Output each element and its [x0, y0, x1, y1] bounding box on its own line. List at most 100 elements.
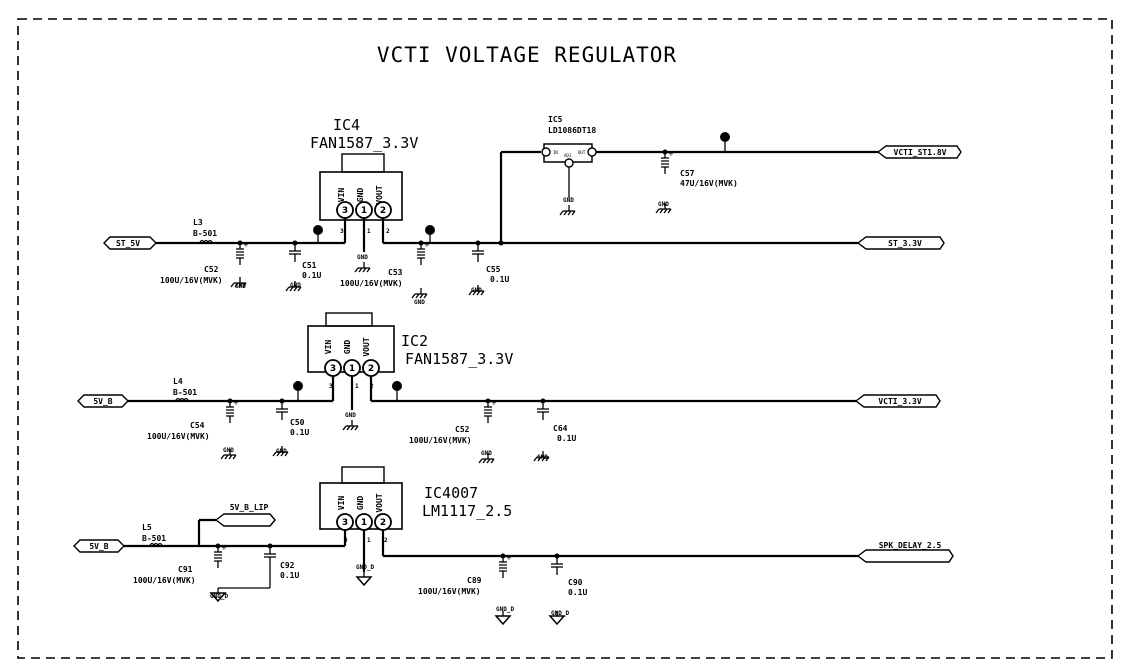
svg-text:VCTI_3.3V: VCTI_3.3V: [878, 397, 922, 406]
l3-val: B-501: [193, 229, 217, 238]
svg-text:L4: L4: [173, 377, 183, 386]
svg-text:C51: C51: [302, 261, 317, 270]
ic5-ref: IC5: [548, 115, 563, 124]
c64-capacitor: [533, 400, 550, 462]
svg-text:3: 3: [330, 364, 336, 374]
port-5v-b-lip: 5V_B_LIP: [214, 503, 276, 527]
svg-text:2: 2: [368, 364, 374, 374]
svg-text:GND: GND: [471, 287, 482, 294]
svg-text:VOUT: VOUT: [362, 337, 371, 356]
sheet-title: VCTI VOLTAGE REGULATOR: [377, 43, 677, 67]
svg-text:GND: GND: [563, 197, 574, 204]
svg-text:C50: C50: [290, 418, 305, 427]
svg-text:0.1U: 0.1U: [302, 271, 321, 280]
svg-text:3: 3: [342, 518, 348, 528]
svg-text:VOUT: VOUT: [375, 493, 384, 512]
svg-text:GND: GND: [357, 254, 368, 261]
svg-text:B-501: B-501: [142, 534, 166, 543]
svg-text:VCTI_ST1.8V: VCTI_ST1.8V: [894, 148, 947, 157]
port-5v-b-2: 5V_B: [73, 539, 125, 553]
svg-text:GND_D: GND_D: [551, 610, 569, 617]
l3-ref: L3: [193, 218, 203, 227]
svg-text:100U/16V(MVK): 100U/16V(MVK): [147, 432, 210, 441]
svg-text:1: 1: [349, 364, 355, 374]
svg-text:5V_B_LIP: 5V_B_LIP: [230, 503, 269, 512]
c53-capacitor: [411, 240, 431, 299]
port-vcti-st1v8: VCTI_ST1.8V: [876, 145, 962, 159]
svg-text:VOUT: VOUT: [375, 185, 384, 204]
svg-text:GND: GND: [356, 496, 365, 511]
svg-text:C64: C64: [553, 424, 568, 433]
ic4007-regulator: VIN GND VOUT 3 1 2: [319, 466, 403, 531]
svg-text:100U/16V(MVK): 100U/16V(MVK): [409, 436, 472, 445]
port-st-3v3: ST_3.3V: [856, 236, 945, 250]
svg-text:IN: IN: [553, 150, 558, 155]
c52a-capacitor: [230, 240, 250, 288]
svg-text:5V_B: 5V_B: [89, 542, 108, 551]
svg-text:1: 1: [361, 206, 367, 216]
svg-text:GND: GND: [290, 282, 301, 289]
port-spk-delay: SPK_DELAY_2.5: [856, 541, 954, 563]
svg-text:ST_5V: ST_5V: [116, 239, 140, 248]
svg-text:C54: C54: [190, 421, 205, 430]
svg-text:GND: GND: [481, 450, 492, 457]
svg-text:GND: GND: [658, 201, 669, 208]
svg-text:2: 2: [384, 537, 388, 544]
svg-text:0.1U: 0.1U: [557, 434, 576, 443]
svg-text:GND_D: GND_D: [356, 564, 374, 571]
svg-text:0.1U: 0.1U: [280, 571, 299, 580]
svg-text:2: 2: [370, 383, 374, 390]
svg-text:C89: C89: [467, 576, 482, 585]
svg-text:GND: GND: [537, 454, 548, 461]
svg-text:GND: GND: [343, 340, 352, 355]
svg-text:GND: GND: [235, 283, 246, 290]
l3-inductor: [199, 239, 213, 244]
svg-text:GND: GND: [223, 447, 234, 454]
ic4-ref: IC4: [333, 116, 360, 134]
svg-text:GND_D: GND_D: [210, 593, 228, 600]
sheet-border: [17, 18, 1113, 659]
svg-text:OUT: OUT: [578, 150, 586, 155]
ic2-ref: IC2: [401, 332, 428, 350]
svg-text:C91: C91: [178, 565, 193, 574]
svg-text:3: 3: [342, 206, 348, 216]
svg-text:C55: C55: [486, 265, 501, 274]
svg-text:B-501: B-501: [173, 388, 197, 397]
svg-text:ADJ: ADJ: [564, 153, 571, 158]
ic4-regulator: VIN GND VOUT 3 1 2: [319, 153, 403, 221]
svg-text:0.1U: 0.1U: [568, 588, 587, 597]
svg-text:3: 3: [344, 537, 348, 544]
svg-text:C53: C53: [388, 268, 403, 277]
svg-text:C52: C52: [204, 265, 219, 274]
svg-text:VIN: VIN: [324, 340, 333, 355]
ic4007-ref: IC4007: [424, 484, 478, 502]
svg-text:2: 2: [386, 228, 390, 235]
c92-capacitor: [263, 545, 277, 566]
port-5v-b-1: 5V_B: [77, 394, 129, 408]
svg-text:C90: C90: [568, 578, 583, 587]
svg-text:100U/16V(MVK): 100U/16V(MVK): [340, 279, 403, 288]
svg-text:3: 3: [340, 228, 344, 235]
svg-text:0.1U: 0.1U: [290, 428, 309, 437]
svg-text:GND_D: GND_D: [496, 606, 514, 613]
ic5-regulator: IN OUT ADJ: [541, 143, 597, 168]
svg-text:1: 1: [367, 228, 371, 235]
svg-text:100U/16V(MVK): 100U/16V(MVK): [160, 276, 223, 285]
port-st-5v: ST_5V: [103, 236, 157, 250]
svg-text:C57: C57: [680, 169, 695, 178]
svg-text:C52: C52: [455, 425, 470, 434]
svg-text:GND: GND: [276, 448, 287, 455]
ic2-regulator: VIN GND VOUT 3 1 2: [307, 312, 395, 377]
svg-text:GND: GND: [345, 412, 356, 419]
svg-text:VIN: VIN: [337, 188, 346, 203]
c89-capacitor: [495, 553, 513, 625]
svg-text:ST_3.3V: ST_3.3V: [888, 239, 922, 248]
svg-text:1: 1: [361, 518, 367, 528]
svg-text:2: 2: [380, 518, 386, 528]
svg-text:SPK_DELAY_2.5: SPK_DELAY_2.5: [879, 541, 942, 550]
svg-text:100U/16V(MVK): 100U/16V(MVK): [133, 576, 196, 585]
svg-text:1: 1: [367, 537, 371, 544]
ic4007-part: LM1117_2.5: [422, 502, 512, 520]
svg-text:L5: L5: [142, 523, 152, 532]
